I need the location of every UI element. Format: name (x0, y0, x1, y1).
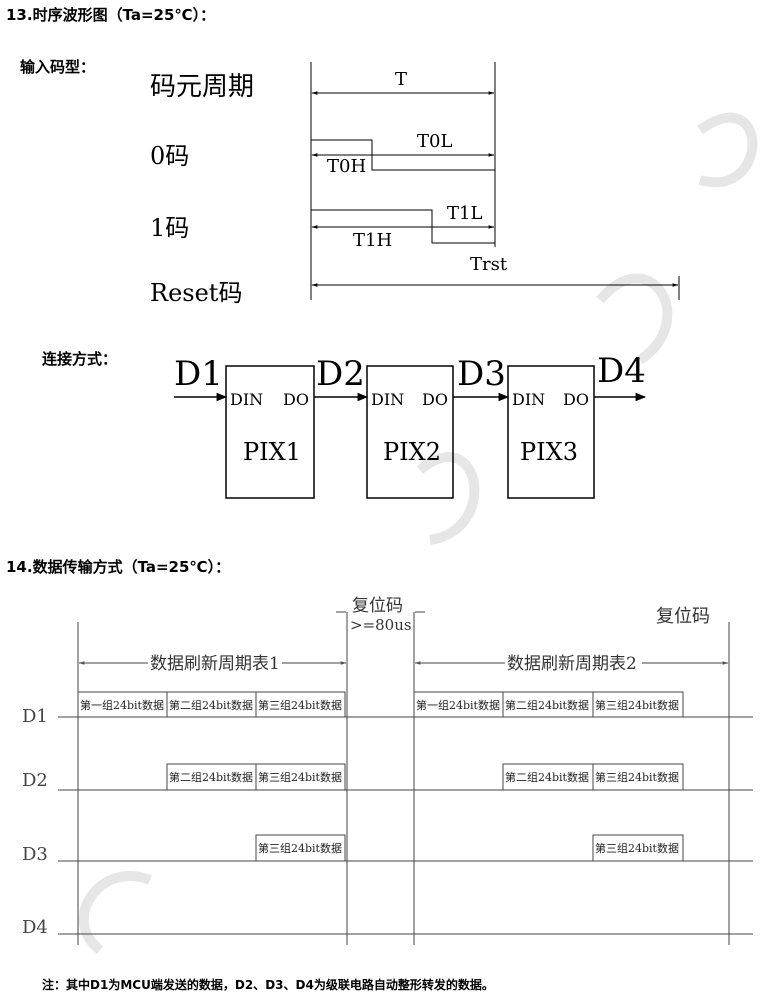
t0h-label: T0H (327, 156, 366, 177)
row-label-period: 码元周期 (150, 72, 255, 102)
pix1-name: PIX1 (243, 438, 301, 466)
input-code-heading: 输入码型： (20, 58, 96, 76)
note-part: D3 (265, 978, 284, 992)
d1-block-5: 第二组24bit数据 (505, 698, 589, 712)
cycle-2-label: 数据刷新周期表2 (507, 654, 637, 674)
line-label-d2: D2 (22, 770, 48, 791)
pix3-din: DIN (512, 390, 545, 409)
d1-block-3: 第三组24bit数据 (258, 698, 342, 712)
pix2-name: PIX2 (383, 438, 441, 466)
connection-heading: 连接方式： (42, 350, 118, 368)
d3-block-1: 第三组24bit数据 (258, 841, 342, 855)
line-label-d4: D4 (22, 917, 48, 938)
pix3-box (507, 365, 595, 499)
note-part: D1 (90, 978, 109, 992)
reset-label-right: 复位码 (656, 606, 710, 627)
d3-block-2: 第三组24bit数据 (595, 841, 679, 855)
pix1-box (225, 365, 315, 499)
note-part: MCU (120, 978, 151, 992)
pix2-din: DIN (371, 390, 404, 409)
signal-d4: D4 (597, 351, 646, 391)
t1l-label: T1L (447, 203, 482, 224)
trst-label: Trst (470, 254, 508, 275)
signal-d2: D2 (316, 354, 365, 394)
row-label-1code: 1码 (150, 214, 190, 242)
t0l-label: T0L (417, 131, 452, 152)
note-part: D2 (234, 978, 254, 992)
note-part: D4 (295, 978, 314, 992)
note-part: 为 (108, 978, 121, 992)
d1-block-4: 第一组24bit数据 (416, 698, 500, 712)
pix1-din: DIN (230, 390, 263, 409)
reset-label: 复位码 (352, 596, 403, 616)
section-14-title: 14.数据传输方式（Ta=25℃）： (6, 558, 231, 576)
transfer-diagram: 第一组24bit数据 第二组24bit数据 第三组24bit数据 第一组24bi… (22, 596, 753, 945)
line-label-d1: D1 (22, 706, 48, 727)
reset-min: >=80us (350, 616, 412, 634)
signal-d3: D3 (457, 354, 506, 394)
pix3-name: PIX3 (520, 438, 578, 466)
waveform-diagram: T T0L T0H T1L T1H Trst (310, 62, 680, 300)
row-label-0code: 0码 (150, 142, 190, 170)
note-part: 、 (253, 978, 266, 992)
line-label-d3: D3 (22, 844, 48, 865)
d1-block-1: 第一组24bit数据 (80, 698, 164, 712)
d1-block-2: 第二组24bit数据 (169, 698, 253, 712)
note-part: 端发送的数据， (150, 978, 235, 992)
period-marker: T (395, 69, 407, 90)
d2-block-1: 第二组24bit数据 (169, 770, 253, 784)
section-13-title: 13.时序波形图（Ta=25℃）： (6, 6, 216, 24)
t1h-label: T1H (353, 230, 392, 251)
note-part: 注：其中 (42, 978, 91, 992)
d2-block-3: 第二组24bit数据 (505, 770, 589, 784)
cycle-1-label: 数据刷新周期表1 (150, 654, 280, 674)
note-part: 、 (283, 978, 296, 992)
d1-block-6: 第三组24bit数据 (595, 698, 679, 712)
row-label-reset: Reset码 (150, 279, 243, 307)
cascade-diagram: D1 D2 D3 D4 DIN DO PIX1 DIN DO PIX2 DIN … (174, 351, 647, 499)
pix2-do: DO (422, 390, 448, 409)
note-part: 为级联电路自动整形转发的数据。 (313, 978, 494, 992)
d2-block-2: 第三组24bit数据 (258, 770, 342, 784)
pix3-do: DO (563, 390, 589, 409)
footnote: 注：其中D1为MCU端发送的数据，D2、D3、D4为级联电路自动整形转发的数据。 (42, 976, 494, 993)
pix2-box (366, 365, 454, 499)
signal-d1: D1 (174, 354, 223, 394)
d2-block-4: 第三组24bit数据 (595, 770, 679, 784)
pix1-do: DO (283, 390, 309, 409)
